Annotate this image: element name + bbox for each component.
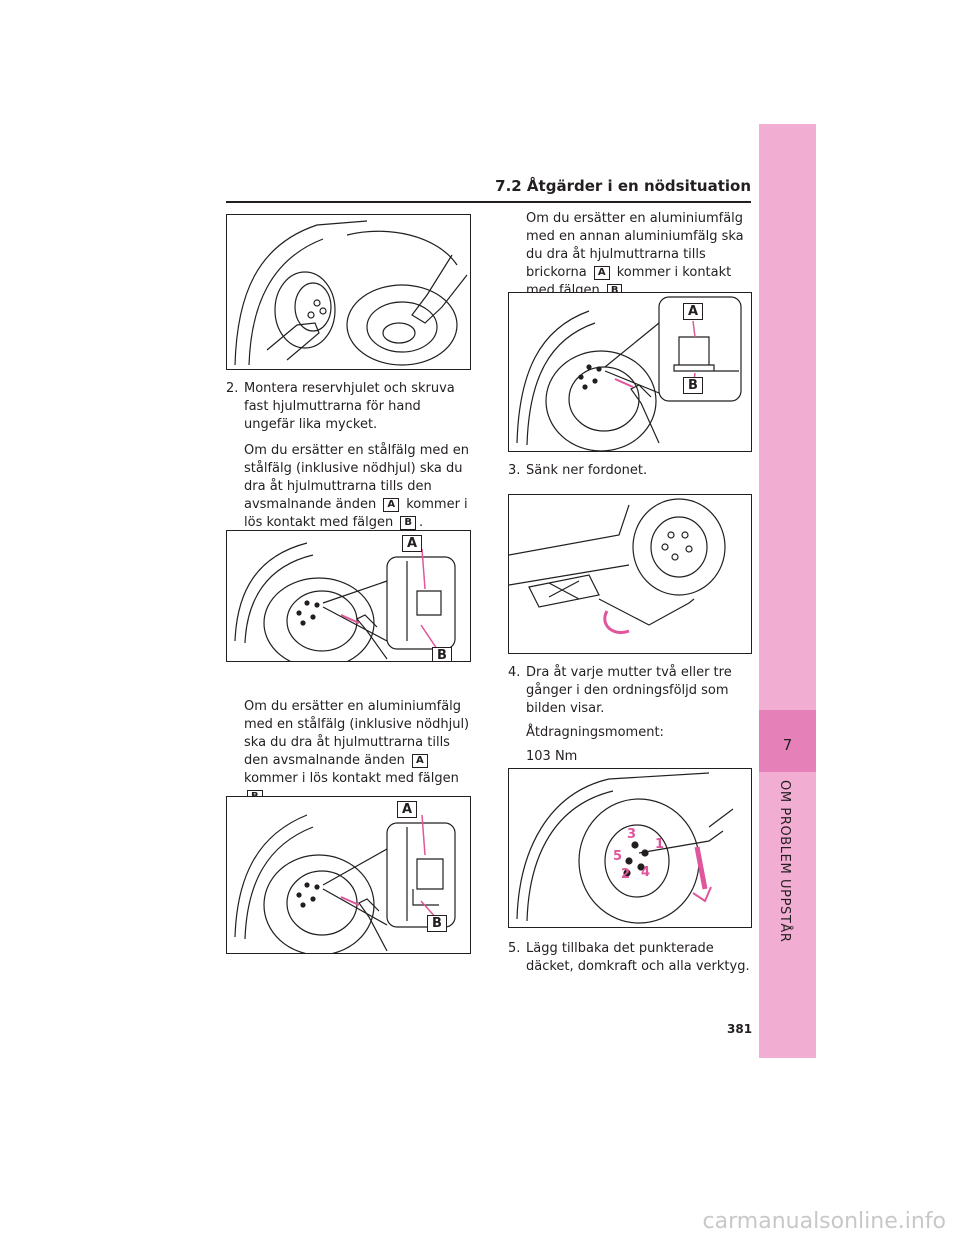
step-2: 2. Montera reservhjulet och skruva fast …: [226, 380, 471, 538]
step-5: 5. Lägg tillbaka det punkterade däcket, …: [508, 940, 753, 976]
order-number-3: 3: [627, 827, 637, 842]
step-3-number: 3.: [508, 463, 521, 478]
order-number-5: 5: [613, 849, 623, 864]
figure-alu-to-steel-nut: A B: [226, 796, 471, 954]
alu-alu-text-1: Om du ersätter en aluminiumfälg med en a…: [526, 211, 744, 280]
torque-value: 103 Nm: [526, 749, 578, 764]
step-5-number: 5.: [508, 941, 521, 956]
steel-steel-paragraph: Om du ersätter en stålfälg med en stålfä…: [244, 442, 471, 532]
figure-label-a: A: [402, 535, 423, 552]
figure-label-b: B: [432, 647, 452, 661]
step-4: 4. Dra åt varje mutter två eller tre gån…: [508, 664, 753, 772]
order-number-1: 1: [655, 837, 665, 852]
header-rule: [226, 201, 751, 203]
figure-clean-hub: [226, 214, 471, 370]
label-a-badge: A: [411, 754, 428, 768]
alu-steel-text-1: Om du ersätter en aluminiumfälg med en s…: [244, 699, 470, 768]
steel-steel-text-2: kommer i lös kontakt med fälgen: [244, 497, 468, 530]
chapter-number: 7: [782, 736, 793, 754]
section-header: 7.2 Åtgärder i en nödsituation: [495, 177, 751, 195]
torque-label: Åtdragningsmoment:: [526, 725, 664, 740]
label-a-badge: A: [383, 498, 400, 512]
alu-steel-paragraph: Om du ersätter en aluminiumfälg med en s…: [244, 698, 471, 812]
label-b-badge: B: [400, 516, 417, 530]
figure-tightening-order: 3 1 5 2 4: [508, 768, 752, 928]
figure-label-a: A: [397, 801, 418, 818]
order-number-2: 2: [621, 867, 631, 882]
alu-alu-text-3: .: [625, 283, 630, 298]
step-4-number: 4.: [508, 665, 521, 680]
step-3: 3. Sänk ner fordonet.: [508, 462, 753, 480]
chapter-sidebar: 7 OM PROBLEM UPPSTÅR: [759, 124, 816, 1058]
figure-label-b: B: [427, 915, 447, 932]
figure-label-a: A: [683, 303, 704, 320]
alu-alu-paragraph: Om du ersätter en aluminiumfälg med en a…: [526, 210, 754, 306]
figure-lower-vehicle: [508, 494, 752, 654]
label-a-badge: A: [593, 266, 610, 280]
step-2-details: Om du ersätter en stålfälg med en stålfä…: [226, 442, 471, 532]
chapter-tab-active: [759, 710, 816, 772]
figure-label-b: B: [683, 377, 703, 394]
page-number: 381: [727, 1022, 753, 1036]
step-2-text: Montera reservhjulet och skruva fast hju…: [244, 381, 455, 432]
step-2-line: 2. Montera reservhjulet och skruva fast …: [226, 380, 471, 434]
figure-steel-rim-nut: A B: [226, 530, 471, 662]
step-2-number: 2.: [226, 381, 239, 396]
step-4-text: Dra åt varje mutter två eller tre gånger…: [526, 665, 732, 716]
steel-steel-text-3: .: [419, 515, 424, 530]
steel-steel-text-1: Om du ersätter en stålfälg med en stålfä…: [244, 443, 470, 512]
figure-alu-washer: A B: [508, 292, 752, 452]
order-number-4: 4: [641, 865, 651, 880]
watermark: carmanualsonline.info: [702, 1209, 946, 1234]
step-3-text: Sänk ner fordonet.: [526, 463, 648, 478]
alu-steel-text-2: kommer i lös kontakt med fälgen: [244, 771, 459, 786]
chapter-title: OM PROBLEM UPPSTÅR: [777, 780, 792, 943]
step-5-text: Lägg tillbaka det punkterade däcket, dom…: [526, 941, 750, 974]
